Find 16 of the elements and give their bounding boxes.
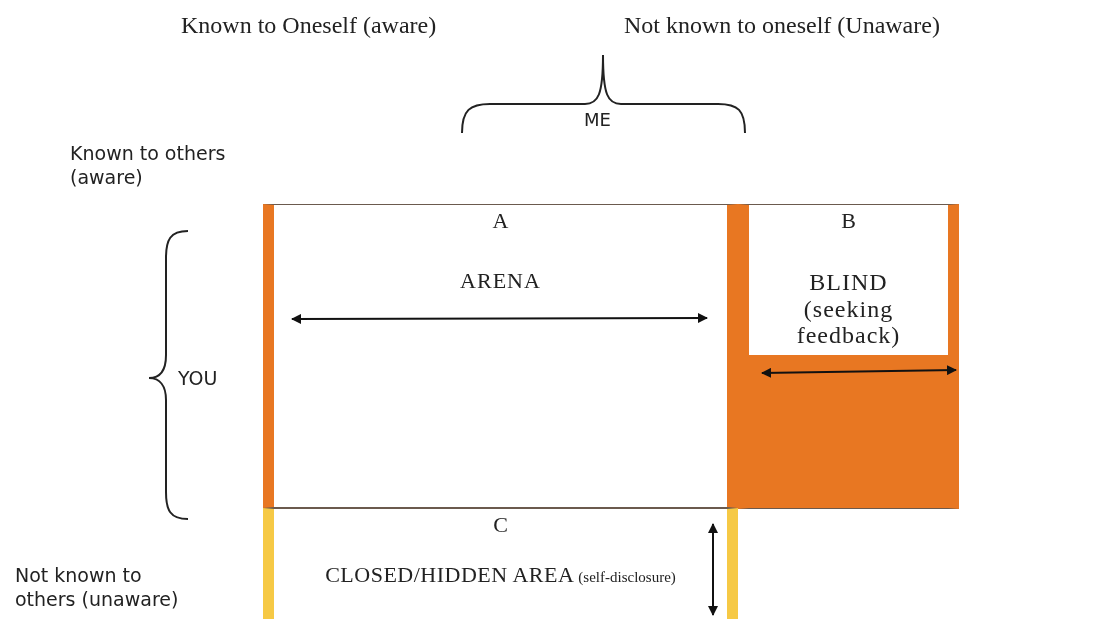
quadrant-title: BLIND (seeking feedback) [795,269,902,349]
axis-label: ME [584,109,611,132]
quadrant-title: ARENA [460,269,541,294]
quadrant-box [263,204,738,508]
quadrant-note: (self-disclosure) [578,569,676,586]
axis-label: Not known to oneself (Unaware) [624,11,940,40]
axis-label: Known to others (aware) [70,142,227,190]
axis-label: YOU [178,367,218,391]
quadrant-letter: C [493,513,508,538]
quadrant-letter: B [841,209,856,234]
axis-label: Known to Oneself (aware) [181,11,437,40]
quadrant-box [738,204,959,509]
quadrant-box [263,508,738,619]
axis-label: Not known to others (unaware) [15,564,180,612]
quadrant-title: CLOSED/HIDDEN AREA [325,562,575,588]
quadrant-letter: A [492,209,509,234]
